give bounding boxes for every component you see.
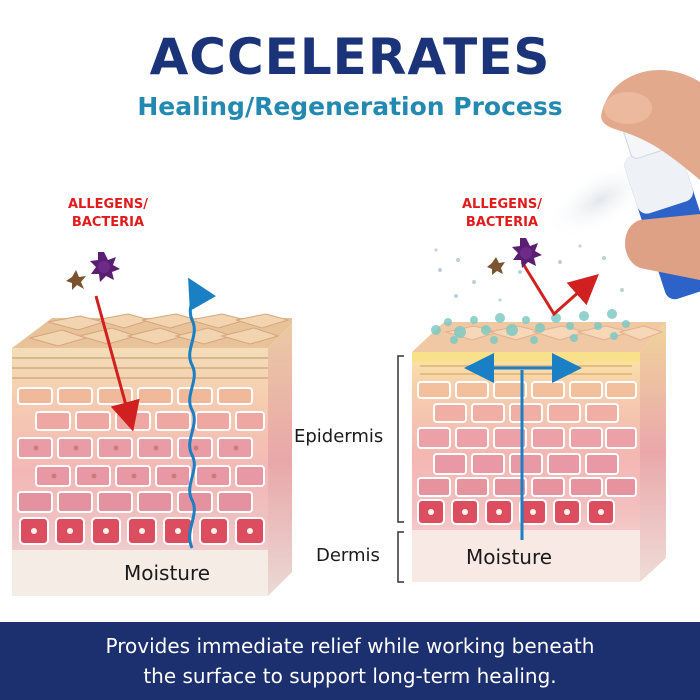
allergen-icon <box>512 238 542 268</box>
right-threat-label: ALLEGENS/ BACTERIA <box>452 196 552 232</box>
left-bacteria-penetration-arrow <box>94 295 140 432</box>
left-threat-label: ALLEGENS/ BACTERIA <box>58 196 158 232</box>
sub-title: Healing/Regeneration Process <box>137 92 563 121</box>
layer-brackets <box>397 355 404 583</box>
right-moisture-label: Moisture <box>466 545 553 569</box>
dermis-label: Dermis <box>316 545 380 566</box>
bacteria-icon <box>66 270 86 290</box>
right-threat-label-line1: ALLEGENS/ <box>461 197 543 212</box>
bacteria-icon <box>487 257 505 275</box>
hand-icon <box>601 70 700 280</box>
right-bacteria-deflected-arrow <box>520 261 599 317</box>
spray-mist <box>546 161 654 239</box>
right-skin-side-face <box>640 322 666 582</box>
left-moisture-escape-arrow <box>188 277 216 549</box>
footer-banner: Provides immediate relief while working … <box>0 622 700 700</box>
right-skin-block <box>412 322 666 582</box>
footer-line-2: the surface to support long-term healing… <box>143 664 557 688</box>
left-threat-label-line1: ALLEGENS/ <box>67 197 149 212</box>
left-skin-side-face <box>268 324 292 596</box>
right-moisture-retention-arrow <box>464 353 582 540</box>
left-skin-block <box>12 313 292 596</box>
left-moisture-label: Moisture <box>124 561 211 585</box>
allergen-icon <box>90 252 120 282</box>
epidermis-label: Epidermis <box>294 426 384 447</box>
spray-particles <box>431 309 630 344</box>
right-threat-label-line2: BACTERIA <box>465 215 539 230</box>
main-title: ACCELERATES <box>149 28 551 86</box>
left-threat-label-line2: BACTERIA <box>71 215 145 230</box>
footer-line-1: Provides immediate relief while working … <box>105 634 595 658</box>
